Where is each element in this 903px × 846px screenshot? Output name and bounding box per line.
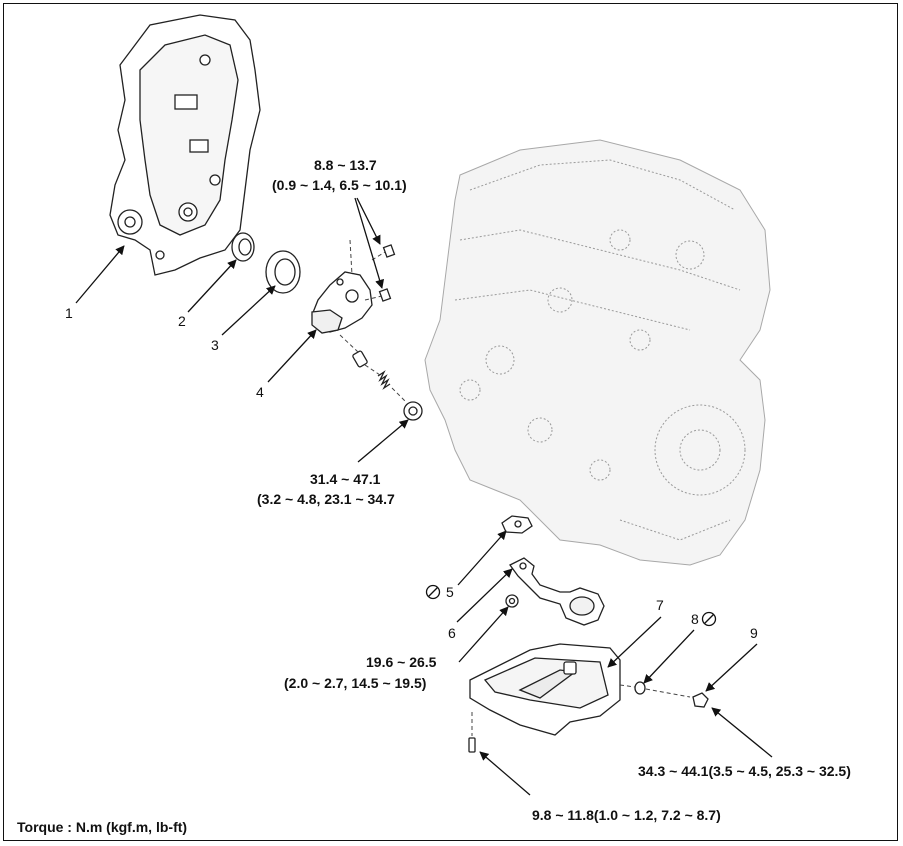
relief-valve-spring xyxy=(377,370,391,390)
strainer-gasket xyxy=(501,515,533,534)
torque-screen-nut-line2: (2.0 ~ 2.7, 14.5 ~ 19.5) xyxy=(284,675,426,691)
oil-pan xyxy=(469,643,621,736)
callout-7: 7 xyxy=(656,597,664,613)
timing-chain-cover xyxy=(109,14,261,276)
oil-seal xyxy=(231,232,255,262)
callout-1: 1 xyxy=(65,305,73,321)
callout-2: 2 xyxy=(178,313,186,329)
no-reuse-icon xyxy=(701,611,717,627)
callout-4: 4 xyxy=(256,384,264,400)
no-reuse-icon xyxy=(425,584,441,600)
torque-pump-bolts-line2: (0.9 ~ 1.4, 6.5 ~ 10.1) xyxy=(272,177,407,193)
strainer-nut xyxy=(505,594,519,608)
leader-lines xyxy=(75,197,773,796)
torque-relief-plug-line2: (3.2 ~ 4.8, 23.1 ~ 34.7 xyxy=(257,491,395,507)
callout-8: 8 xyxy=(691,611,699,627)
drain-plug xyxy=(692,692,709,708)
torque-units-footer: Torque : N.m (kgf.m, lb-ft) xyxy=(17,819,187,835)
pump-gasket xyxy=(265,250,301,294)
oil-strainer xyxy=(509,557,605,626)
torque-pump-bolts-line1: 8.8 ~ 13.7 xyxy=(314,157,377,173)
relief-valve-plunger xyxy=(352,350,368,368)
oil-pump xyxy=(311,271,373,334)
callout-6: 6 xyxy=(448,625,456,641)
torque-drain-plug: 34.3 ~ 44.1(3.5 ~ 4.5, 25.3 ~ 32.5) xyxy=(638,763,851,779)
callout-9: 9 xyxy=(750,625,758,641)
diagram-frame xyxy=(3,3,898,841)
engine-block-outline xyxy=(424,139,771,566)
relief-valve-plug xyxy=(403,401,423,421)
callout-5: 5 xyxy=(446,584,454,600)
callout-3: 3 xyxy=(211,337,219,353)
pump-bolts xyxy=(378,244,396,302)
torque-screen-nut-line1: 19.6 ~ 26.5 xyxy=(366,654,437,670)
oil-pan-bolt xyxy=(468,737,476,753)
torque-pan-bolt: 9.8 ~ 11.8(1.0 ~ 1.2, 7.2 ~ 8.7) xyxy=(532,807,721,823)
drain-plug-washer xyxy=(634,681,646,695)
torque-relief-plug-line1: 31.4 ~ 47.1 xyxy=(310,471,381,487)
